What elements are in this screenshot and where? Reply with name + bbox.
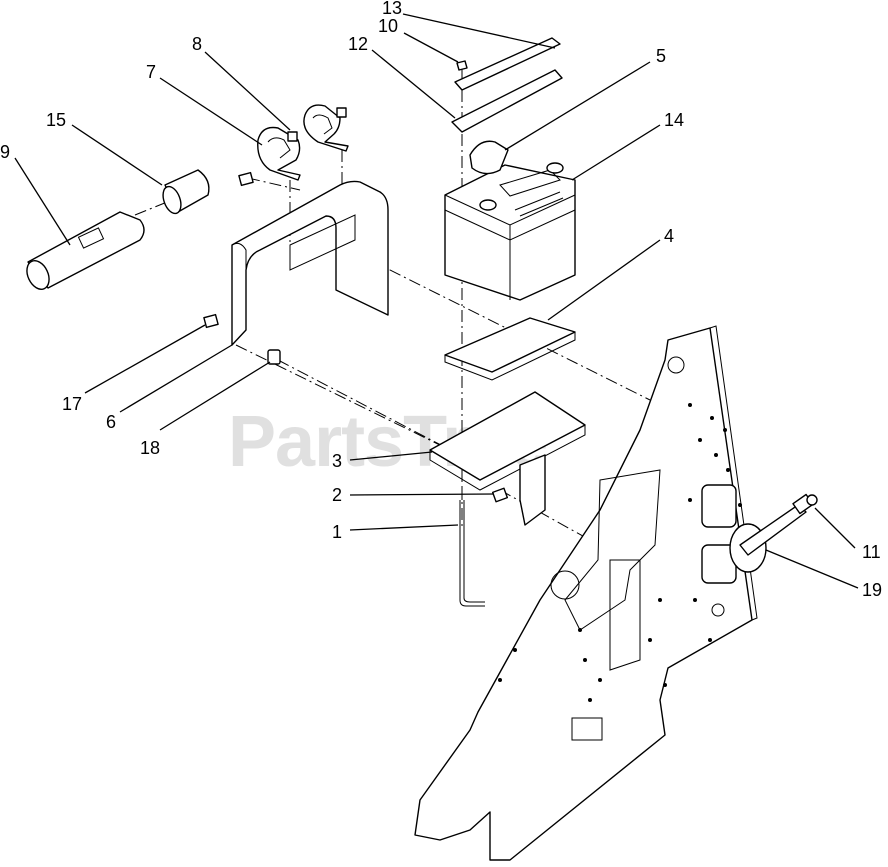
part-2-bolt <box>491 487 509 503</box>
part-5-terminal-cap <box>469 140 509 175</box>
callout-9: 9 <box>0 142 10 162</box>
callout-11: 13 <box>382 0 402 18</box>
part-3-tray-bracket <box>429 391 586 526</box>
callout-18: 18 <box>140 438 160 458</box>
part-9-handle-tube <box>26 211 145 290</box>
frame-rect-cutout <box>571 717 603 741</box>
callout-3: 3 <box>332 451 342 471</box>
part-10-nut <box>456 60 468 71</box>
part-14-battery <box>444 162 576 301</box>
leader-lines <box>14 13 859 589</box>
part-6-battery-cover <box>231 180 389 346</box>
callout-6: 6 <box>106 412 116 432</box>
clamp-screw-right <box>336 107 347 118</box>
callout-8: 8 <box>192 34 202 54</box>
callout-13: 11 <box>862 542 881 562</box>
callout-12: 12 <box>348 34 368 54</box>
clamp-screw-left <box>287 131 298 142</box>
callout-10: 10 <box>378 16 398 36</box>
callout-7: 7 <box>146 62 156 82</box>
callout-14: 14 <box>664 110 684 130</box>
callout-2: 2 <box>332 485 342 505</box>
side-frame-panel <box>414 325 758 861</box>
frame-cutout-upper <box>701 484 737 528</box>
callout-19: 19 <box>862 580 882 600</box>
part-11-bar <box>454 37 561 91</box>
callout-15: 15 <box>46 110 66 130</box>
part-1-j-bolt <box>459 500 485 607</box>
callout-5: 5 <box>656 46 666 66</box>
part-17-screw <box>203 313 219 329</box>
callout-4: 4 <box>664 226 674 246</box>
callout-17: 17 <box>62 394 82 414</box>
part-18-standoff <box>267 349 281 365</box>
part-15-sleeve <box>162 169 210 215</box>
callout-1: 1 <box>332 522 342 542</box>
part-13-cable <box>739 493 818 556</box>
part-4-pad <box>444 317 576 373</box>
callout-labels: 13 10 12 5 14 8 7 15 9 4 17 6 18 3 2 1 1… <box>0 0 882 600</box>
part-12-strip <box>451 69 563 133</box>
cover-screw <box>238 171 254 187</box>
